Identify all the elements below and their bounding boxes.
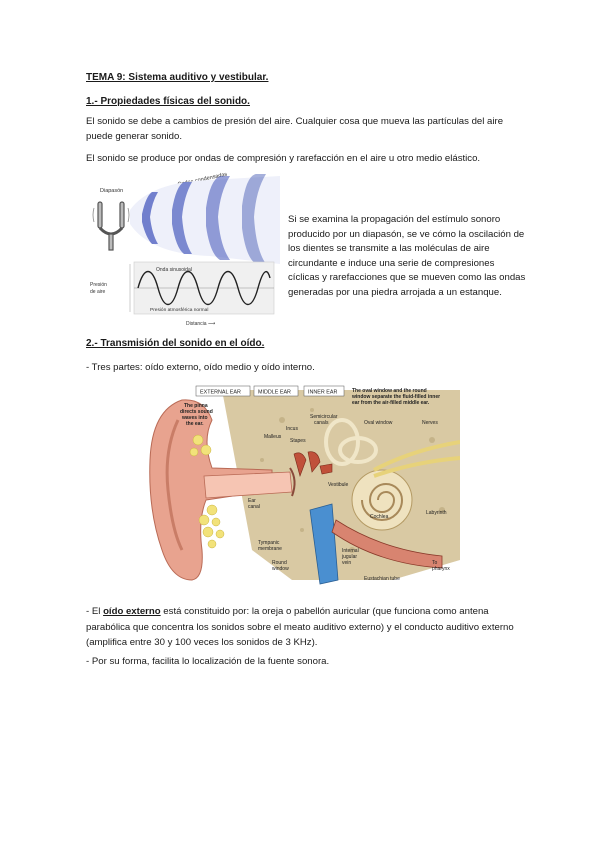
presion-label-2: de aire: [90, 289, 106, 295]
middle-ear-label: MIDDLE EAR: [258, 390, 291, 396]
distance-label: Distancia ⟶: [186, 321, 215, 327]
nerves: [373, 440, 460, 478]
jugular-label-3: vein: [342, 560, 351, 566]
tuning-fork-icon: [92, 201, 130, 251]
round-window-label-2: window: [272, 566, 289, 572]
temporal-bone: [222, 390, 460, 580]
section-heading-2: 2.- Transmisión del sonido en el oído.: [86, 338, 265, 349]
labyrinth-label: Labyrinth: [426, 510, 447, 516]
vestibule-label: Vestibule: [328, 482, 349, 488]
presion-label-1: Presión: [90, 282, 107, 288]
jugular-vein: [309, 503, 339, 585]
oval-note-1: The oval window and the round: [352, 388, 427, 394]
tympanic-membrane: [289, 467, 296, 497]
incus-label: Incus: [286, 426, 298, 432]
page-title: TEMA 9: Sistema auditivo y vestibular.: [86, 72, 269, 83]
stapes-label: Stapes: [290, 438, 306, 444]
pharynx-label-2: pharynx: [432, 566, 450, 572]
paragraph-4-prefix: - El: [86, 606, 104, 617]
external-ear-label: EXTERNAL EAR: [200, 390, 241, 396]
diapason-label: Diapasón: [100, 188, 123, 194]
compression-waves: [130, 174, 280, 264]
pinna-note-1: The pinna: [184, 403, 208, 409]
tympanic-label-1: Tympanic: [258, 540, 280, 546]
nerves-label: Nerves: [422, 420, 438, 426]
section-heading-1: 1.- Propiedades físicas del sonido.: [86, 96, 250, 107]
oval-window-label: Oval window: [364, 420, 393, 426]
malleus-label: Malleus: [264, 434, 282, 440]
cochlea-label: Cochlea: [370, 514, 389, 520]
pharynx-label-1: To: [432, 560, 438, 566]
ear-canal-label-1: Ear: [248, 498, 256, 504]
ear-canal: [203, 471, 293, 499]
paragraph-3: - Tres partes: oído externo, oído medio …: [86, 362, 315, 373]
paragraph-4: - El oído externo está constituido por: …: [86, 604, 531, 651]
cochlea: [351, 469, 413, 531]
paragraph-5: - Por su forma, facilita lo localización…: [86, 656, 330, 667]
semicircular-label-1: Semicircular: [310, 414, 338, 420]
ear-anatomy-figure: EXTERNAL EAR MIDDLE EAR INNER EAR The pi…: [149, 385, 460, 585]
round-window-label-1: Round: [272, 560, 287, 566]
ossicles: [293, 451, 333, 477]
semicircular-label-2: canals: [314, 420, 329, 426]
sinusoidal-label: Onda sinusoidal: [156, 267, 192, 273]
paragraph-2: El sonido se produce por ondas de compre…: [86, 153, 481, 164]
pinna-note-4: the ear.: [186, 421, 204, 427]
pressure-graph: [129, 261, 275, 315]
side-paragraph: Si se examina la propagación del estímul…: [288, 214, 526, 298]
normal-pressure-label: Presión atmosférica normal: [150, 307, 208, 313]
jugular-label-1: Internal: [342, 548, 359, 554]
ear-canal-label-2: canal: [248, 504, 260, 510]
eustachian-tube: [331, 519, 443, 569]
jugular-label-2: jugular: [341, 554, 357, 560]
tuning-fork-figure: Diapasón Ondas condensadas Presión de ai…: [90, 172, 280, 327]
paragraph-4-rest: está constituido por: la oreja o pabelló…: [86, 606, 514, 648]
pinna-note-2: directs sound: [180, 409, 213, 415]
paragraph-1: El sonido se debe a cambios de presión d…: [86, 116, 504, 142]
eustachian-label: Eustachian tube: [364, 576, 400, 582]
inner-ear-label: INNER EAR: [308, 390, 337, 396]
tympanic-label-2: membrane: [258, 546, 282, 552]
paragraph-4-bold: oído externo: [103, 606, 161, 617]
oval-note-2: window separate the fluid-filled inner: [351, 394, 440, 400]
oval-note-3: ear from the air-filled middle ear.: [352, 400, 430, 406]
pinna-note-3: waves into: [181, 415, 208, 421]
fat-tissue: [189, 434, 225, 549]
semicircular-canals: [324, 418, 378, 466]
